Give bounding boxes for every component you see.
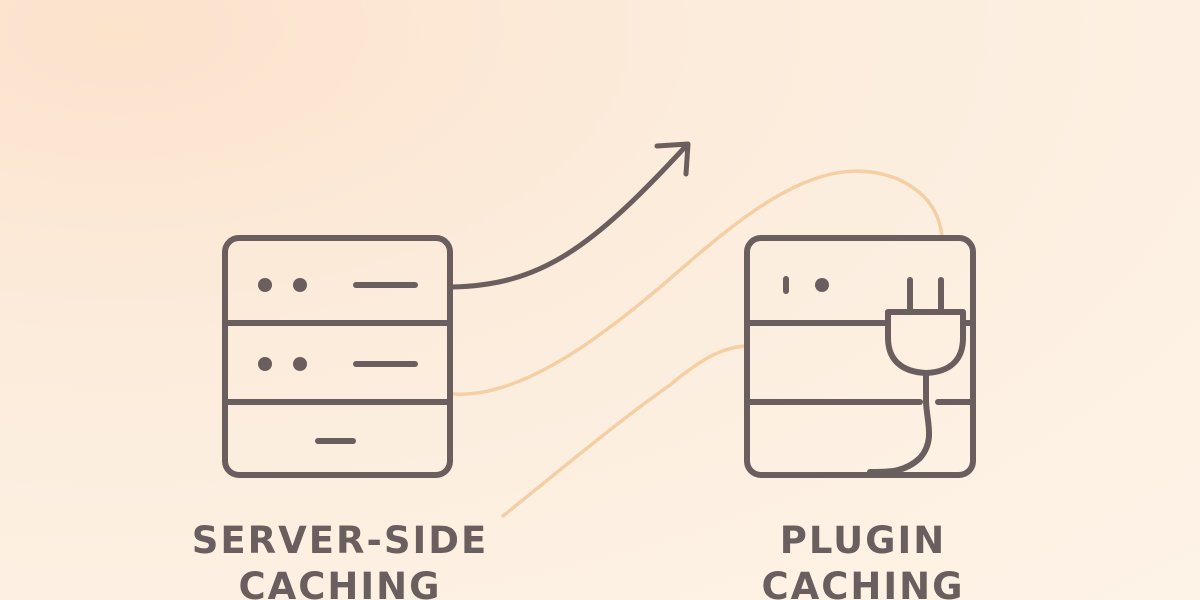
connector-curve-top (452, 169, 944, 396)
server-side-caching-label-line-1: SERVER-SIDE (191, 519, 489, 562)
server-side-caching-label-line-2: CACHING (238, 565, 442, 600)
server-side-caching-label: SERVER-SIDE CACHING (140, 518, 540, 600)
server-led-dots (258, 278, 307, 371)
server-plug-icon (744, 235, 976, 478)
plug-body (885, 309, 966, 376)
plug-icon (867, 277, 966, 475)
connector-curves (452, 169, 944, 518)
plugin-caching-label-line-1: PLUGIN (779, 519, 947, 562)
plugin-led (815, 278, 829, 292)
plug-cord (867, 397, 933, 475)
server-led (258, 357, 272, 371)
server-led (293, 278, 307, 292)
server-rack-frame (222, 235, 453, 478)
growth-arrow-icon (449, 141, 691, 290)
plugin-caching-label-line-2: CACHING (761, 565, 965, 600)
server-led (258, 278, 272, 292)
plugin-caching-label: PLUGIN CACHING (663, 518, 1063, 600)
server-led (293, 357, 307, 371)
connector-curve-bottom (501, 344, 747, 518)
plugin-rack-frame (744, 235, 976, 478)
server-icon (222, 235, 453, 478)
